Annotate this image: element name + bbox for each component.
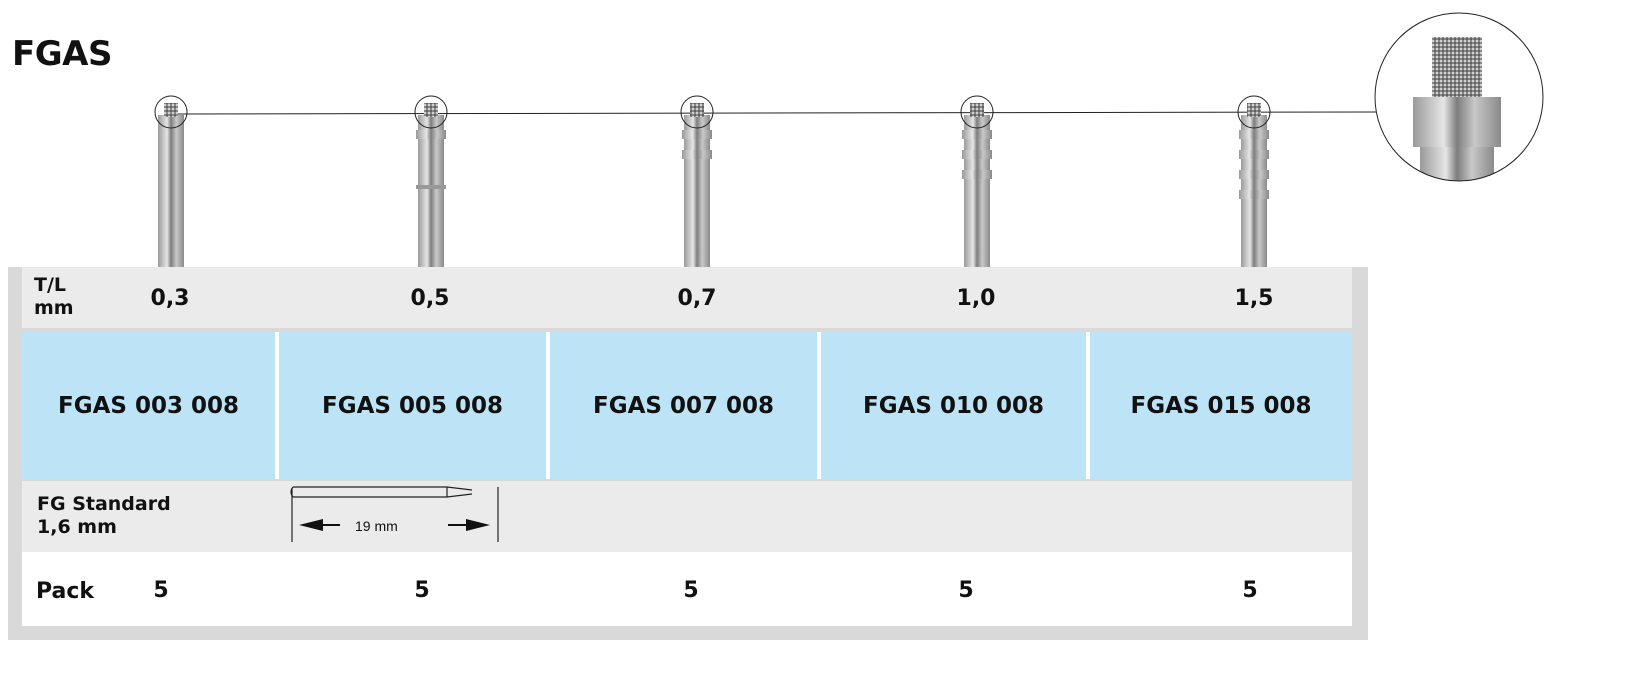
pack-label: Pack xyxy=(36,579,95,604)
shank-dimension-diagram xyxy=(290,486,499,542)
product-code: FGAS 003 008 xyxy=(58,392,239,419)
size-row xyxy=(22,267,1352,328)
pack-row xyxy=(22,552,1352,626)
pack-value: 5 xyxy=(1242,578,1258,603)
product-code: FGAS 005 008 xyxy=(322,392,503,419)
product-code: FGAS 015 008 xyxy=(1130,392,1312,419)
page-title: FGAS xyxy=(12,34,112,74)
product-code-cell: FGAS 005 008 xyxy=(279,332,546,479)
bur-image xyxy=(680,95,714,267)
pack-value: 5 xyxy=(958,578,974,603)
size-value: 0,7 xyxy=(677,286,717,311)
shank-length: 19 mm xyxy=(355,518,398,534)
size-value: 1,0 xyxy=(956,286,996,311)
pack-value: 5 xyxy=(153,578,169,603)
product-code-cell: FGAS 015 008 xyxy=(1090,332,1352,479)
product-code-cell: FGAS 003 008 xyxy=(22,332,275,479)
product-code-cell: FGAS 007 008 xyxy=(550,332,817,479)
size-value: 0,5 xyxy=(410,286,450,311)
size-value: 1,5 xyxy=(1234,286,1274,311)
size-value: 0,3 xyxy=(150,286,190,311)
code-row: FGAS 003 008 FGAS 005 008 FGAS 007 008 F… xyxy=(22,332,1352,479)
bur-image xyxy=(1237,95,1271,267)
product-code-cell: FGAS 010 008 xyxy=(821,332,1086,479)
bur-image xyxy=(960,95,994,267)
bur-image xyxy=(154,95,188,267)
pack-value: 5 xyxy=(683,578,699,603)
magnified-bur-tip xyxy=(1375,13,1543,181)
pack-value: 5 xyxy=(414,578,430,603)
bur-image xyxy=(414,95,448,267)
shank-row xyxy=(22,481,1352,552)
bur-illustrations xyxy=(154,12,1544,267)
product-code: FGAS 010 008 xyxy=(863,392,1044,419)
product-code: FGAS 007 008 xyxy=(593,392,774,419)
